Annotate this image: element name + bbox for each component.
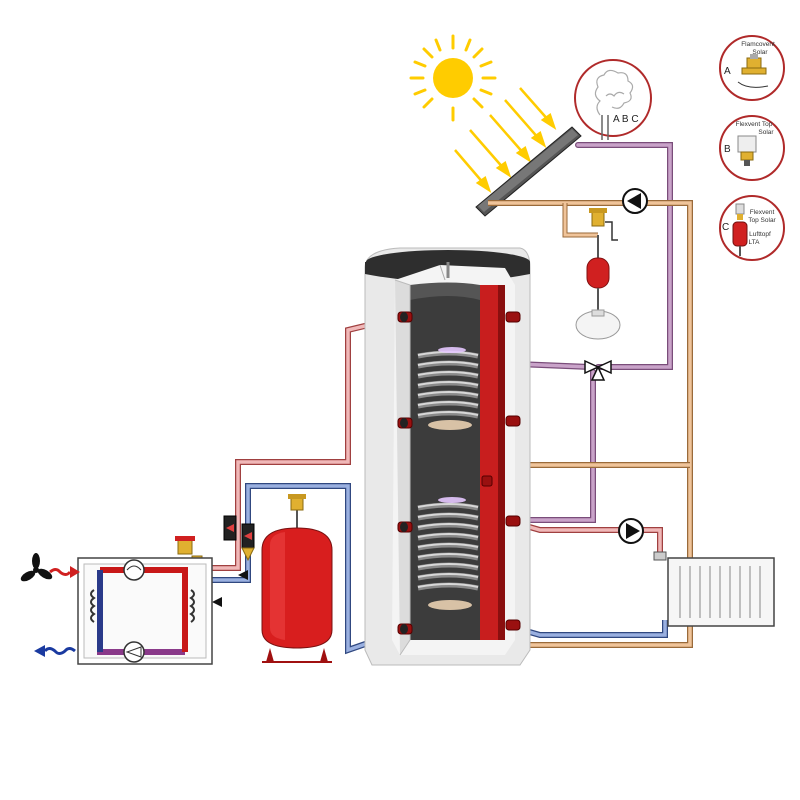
heat-pump-unit	[77, 557, 213, 665]
callout-b-title-1: Flexvent Top	[736, 121, 773, 128]
storage-tank	[364, 247, 531, 666]
air-separator-icon	[737, 54, 769, 88]
callout-a-title-1: Flamcovent	[741, 41, 775, 48]
fan-icon	[20, 553, 53, 582]
warm-air-arrow-icon	[49, 566, 80, 578]
solar-pump-icon	[622, 188, 648, 214]
air-pot-icon	[732, 203, 748, 256]
callout-c: Flexvent Top Solar Lufttopf LTA C	[719, 195, 785, 261]
heat-pump-circuit	[212, 315, 401, 655]
sun-icon	[409, 34, 557, 193]
callout-b-title-2: Solar	[758, 129, 774, 136]
callout-c-title-1: Flexvent	[750, 209, 775, 216]
callout-a-letter: A	[724, 66, 731, 77]
callout-c-title-3: Lufttopf	[749, 231, 771, 238]
solar-safety-group	[575, 208, 621, 340]
callout-c-letter: C	[722, 222, 729, 233]
callout-c-title-2: Top Solar	[748, 217, 776, 224]
solar-collector	[475, 126, 582, 217]
three-way-valve-icon	[584, 359, 612, 381]
abc-label: A B C	[613, 114, 639, 125]
callout-a: Flamcovent Solar A	[719, 35, 785, 101]
callout-a-title-2: Solar	[752, 49, 768, 56]
callout-b: Flexvent Top Solar B	[719, 115, 785, 181]
heating-pump-icon	[618, 518, 644, 544]
radiator-icon	[667, 557, 775, 627]
vent-callout: A B C	[574, 59, 652, 140]
callout-b-letter: B	[724, 144, 731, 155]
expansion-vessel-icon	[261, 494, 333, 663]
cold-air-arrow-icon	[34, 645, 76, 657]
callout-c-title-4: LTA	[749, 239, 761, 246]
air-vent-icon	[737, 135, 757, 166]
radiator-valve-icon	[653, 551, 667, 561]
